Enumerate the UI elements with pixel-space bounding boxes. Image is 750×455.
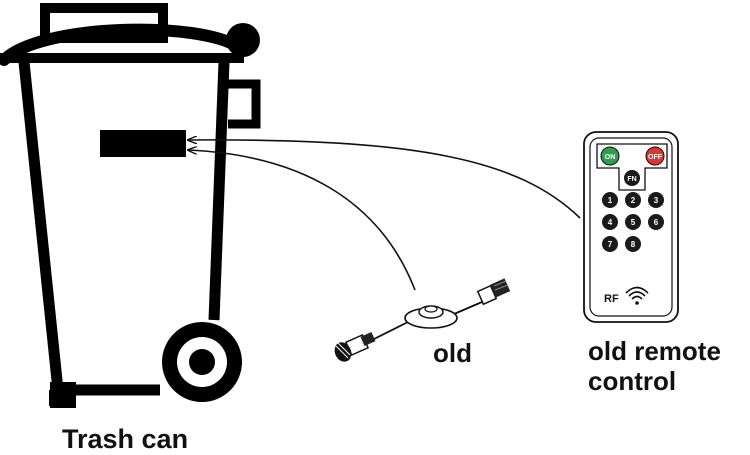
remote-key-1 — [602, 192, 618, 208]
remote-key-label: 8 — [631, 240, 636, 249]
old-remote-label-line2: control — [588, 366, 677, 396]
trash-can-label: Trash can — [62, 424, 189, 454]
remote-key-7 — [602, 236, 618, 252]
wifi-signal-icon — [625, 286, 649, 305]
old-remote-label-line1: old remote — [588, 336, 721, 366]
remote-key-label: 6 — [654, 218, 659, 227]
remote-key-6 — [648, 214, 664, 230]
remote-on-button — [600, 146, 620, 166]
arrow-switch-to-trash — [188, 150, 416, 291]
trash-can-icon — [0, 3, 261, 408]
remote-on-label: ON — [605, 154, 616, 161]
remote-key-4 — [602, 214, 618, 230]
remote-key-label: 7 — [608, 240, 613, 249]
remote-number-keys: 1 2 3 4 5 6 7 8 — [602, 192, 664, 252]
remote-key-5 — [625, 214, 641, 230]
remote-key-label: 5 — [631, 218, 636, 227]
remote-fn-label: FN — [627, 176, 636, 183]
remote-key-label: 2 — [631, 196, 636, 205]
inline-switch-icon — [334, 278, 511, 362]
right-connector — [476, 278, 511, 306]
remote-key-label: 3 — [654, 196, 659, 205]
disposal-arrows — [188, 140, 581, 291]
remote-key-2 — [625, 192, 641, 208]
remote-key-3 — [648, 192, 664, 208]
old-device-label: old — [433, 338, 472, 368]
remote-key-label: 1 — [608, 196, 613, 205]
remote-fn-button — [624, 170, 640, 186]
left-connector — [334, 331, 376, 362]
remote-rf-label: RF — [604, 293, 619, 305]
old-remote-label: old remote control — [588, 336, 721, 396]
remote-key-label: 4 — [608, 218, 613, 227]
remote-off-label: OFF — [648, 154, 663, 161]
remote-control-icon: ON OFF FN 1 2 3 4 5 6 7 8 RF — [583, 131, 679, 323]
arrow-remote-to-trash — [188, 140, 581, 219]
remote-key-8 — [625, 236, 641, 252]
remote-off-button — [645, 146, 665, 166]
